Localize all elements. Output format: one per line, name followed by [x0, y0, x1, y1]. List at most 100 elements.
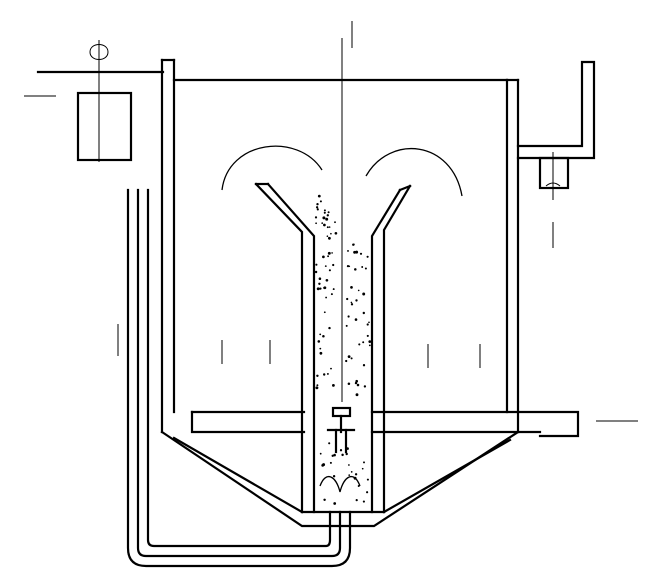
- impeller-hub: [331, 406, 352, 418]
- particle-dot: [327, 251, 331, 255]
- particle-dot: [364, 267, 367, 270]
- particle-dot: [322, 334, 325, 338]
- particle-dot: [362, 311, 365, 315]
- particle-dot: [322, 255, 325, 259]
- particle-dot: [357, 289, 360, 292]
- particle-dot: [361, 467, 364, 470]
- particle-dot: [350, 301, 353, 304]
- particle-dot: [355, 498, 358, 502]
- particle-dot: [324, 265, 327, 268]
- recirculation-middle: [136, 188, 342, 558]
- particle-dot: [362, 292, 366, 296]
- particle-dot: [318, 277, 322, 280]
- particle-dot: [328, 226, 331, 228]
- particle-dot: [321, 222, 324, 224]
- particle-dot: [355, 299, 358, 302]
- particle-dot: [330, 232, 332, 235]
- particle-dot: [347, 315, 350, 318]
- draft-tube-left-inner: [266, 182, 316, 514]
- particle-dot: [332, 288, 335, 291]
- rotation-arrow-icon: [89, 44, 109, 60]
- draft-tube-left-outer: [254, 182, 304, 514]
- draft-tube-right-inner: [370, 188, 402, 514]
- particle-dot: [319, 351, 323, 355]
- inlet-pipe-upper-right: [370, 410, 580, 438]
- particle-dot: [358, 343, 361, 346]
- particle-dot: [366, 491, 369, 494]
- impeller: [319, 406, 361, 493]
- particle-dot: [353, 476, 357, 480]
- particle-dot: [315, 263, 318, 266]
- particle-dot: [323, 223, 326, 227]
- particle-dot: [319, 452, 322, 455]
- particle-dot: [345, 452, 348, 456]
- particle-dot: [347, 249, 349, 252]
- particle-dot: [316, 374, 319, 378]
- particle-dot: [314, 216, 318, 219]
- particle-dot: [362, 341, 365, 344]
- particle-dot: [329, 461, 332, 464]
- particle-dot: [325, 217, 329, 221]
- particle-dot: [347, 355, 351, 358]
- particle-dot: [341, 453, 344, 457]
- particle-dot: [316, 203, 319, 206]
- particle-dot: [319, 200, 322, 203]
- particle-dot: [323, 286, 326, 289]
- draft-tube: [254, 38, 412, 514]
- particle-dot: [326, 214, 329, 217]
- particle-dot: [319, 287, 322, 290]
- particle-dot: [345, 324, 348, 327]
- particle-dot: [354, 473, 358, 476]
- particle-dot: [348, 474, 351, 476]
- motor-box: [76, 91, 133, 162]
- particle-dot: [325, 278, 329, 282]
- particle-dot: [346, 264, 350, 268]
- particle-dot: [334, 231, 338, 235]
- particle-dot: [326, 372, 329, 375]
- particle-dot: [346, 297, 349, 301]
- particle-dot: [319, 347, 322, 350]
- particle-dot: [330, 367, 332, 370]
- particle-dot: [366, 255, 369, 258]
- particle-dot: [354, 381, 358, 385]
- particle-dot: [363, 461, 365, 464]
- particle-dot: [315, 386, 319, 390]
- particle-dot: [323, 498, 326, 502]
- particle-dot: [356, 383, 360, 387]
- particle-dot: [345, 359, 348, 363]
- particle-dot: [368, 340, 372, 343]
- particle-dot: [331, 454, 334, 457]
- particle-dot: [325, 296, 328, 299]
- tank-cone-inner-right: [382, 438, 512, 514]
- particle-dot: [334, 221, 336, 224]
- particle-dot: [350, 357, 353, 360]
- particle-dot: [355, 250, 359, 254]
- particle-dot: [316, 208, 319, 211]
- particle-dot: [366, 323, 369, 326]
- particle-dot: [315, 206, 319, 209]
- particle-dot: [327, 255, 330, 258]
- particle-dot: [322, 373, 326, 376]
- flow-arc-right: [365, 148, 463, 197]
- tank-shell: [160, 58, 520, 528]
- overflow-outlet: [516, 60, 596, 200]
- particle-dot: [366, 478, 369, 481]
- particle-dot: [319, 333, 322, 336]
- particle-dot: [350, 303, 354, 306]
- leader-lines: [24, 21, 638, 422]
- particle-dot: [347, 382, 351, 386]
- tank-cone-outer: [160, 430, 520, 528]
- flow-arcs: [221, 145, 463, 197]
- particle-dot: [357, 485, 360, 487]
- particle-dot: [354, 268, 357, 271]
- recirculation-outer: [126, 188, 352, 568]
- outlet-flow-icon: [545, 182, 561, 187]
- particle-dot: [317, 340, 321, 343]
- particle-dot: [326, 235, 329, 238]
- particle-dot: [363, 385, 367, 388]
- overflow-weir: [516, 60, 596, 160]
- particle-dot: [328, 326, 331, 330]
- particle-dot: [354, 318, 358, 321]
- particle-dot: [368, 321, 370, 324]
- particle-dot: [323, 211, 326, 214]
